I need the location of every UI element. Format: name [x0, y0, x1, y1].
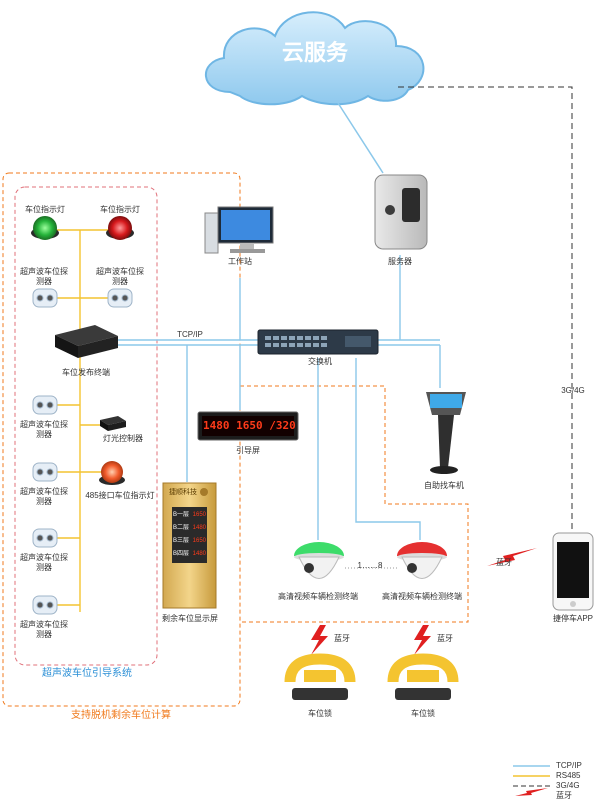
indicator-lamp-red	[106, 216, 134, 240]
indicator-lamp-green	[31, 216, 59, 240]
ultrasonic-sensor-icon	[32, 595, 58, 615]
guide-screen-text: 1480 1650 /320	[203, 419, 296, 432]
camera-red-label: 高清视频车辆检测终端	[382, 592, 462, 601]
tcpip-label: TCP/IP	[177, 330, 203, 339]
camera-zone-boundary	[240, 385, 469, 623]
phone-icon	[552, 532, 594, 611]
ultrasonic-sensor-icon	[32, 528, 58, 548]
guide-screen-label: 引导屏	[236, 446, 260, 455]
indicator-485-icon	[99, 461, 125, 485]
ultrasonic-label: 超声波车位探测器	[20, 553, 68, 572]
ultrasonic-system-boundary	[14, 186, 158, 666]
indicator-485-label: 485接口车位指示灯	[85, 491, 155, 500]
bluetooth-label-right: 蓝牙	[437, 634, 453, 643]
kiosk-label: 自助找车机	[424, 481, 464, 490]
bluetooth-label-left: 蓝牙	[334, 634, 350, 643]
cloud-server-link	[337, 102, 384, 174]
remaining-display-icon	[162, 482, 217, 609]
ultrasonic-sensor-icon	[107, 288, 133, 308]
3g4g-link	[398, 86, 573, 533]
remaining-display-label: 剩余车位显示屏	[162, 614, 218, 623]
ultrasonic-sensor-icon	[32, 395, 58, 415]
ultrasonic-label: 超声波车位探测器	[20, 420, 68, 439]
workstation-icon	[204, 206, 274, 254]
workstation-label: 工作站	[228, 257, 252, 266]
bluetooth-bolts	[311, 548, 537, 655]
legend-rs485-label: RS485	[556, 771, 581, 780]
publish-terminal-label: 车位发布终端	[62, 368, 110, 377]
camera-range-label: 1……8	[357, 561, 383, 570]
lock-right-label: 车位锁	[411, 709, 435, 718]
threeg-label: 3G/4G	[561, 386, 585, 395]
legend-3g4g-label: 3G/4G	[556, 781, 580, 790]
legend	[513, 765, 550, 796]
ultrasonic-label: 超声波车位探测器	[96, 267, 144, 286]
guide-screen-icon	[197, 411, 299, 441]
legend-bluetooth-bolt	[515, 788, 548, 796]
display-brand: 捷顺科技	[169, 489, 197, 496]
cloud-label: 云服务	[281, 40, 348, 65]
switch-label: 交换机	[308, 357, 332, 366]
lock-left-label: 车位锁	[308, 709, 332, 718]
offline-calc-boundary	[2, 172, 241, 707]
light-controller-label: 灯光控制器	[103, 434, 143, 443]
bluetooth-label-phone: 蓝牙	[496, 558, 512, 567]
server-label: 服务器	[388, 257, 412, 266]
indicator-green-label: 车位指示灯	[25, 205, 65, 214]
camera-red-icon	[397, 542, 447, 579]
legend-tcpip-label: TCP/IP	[556, 761, 582, 770]
ultrasonic-label: 超声波车位探测器	[20, 620, 68, 639]
ultrasonic-sensor-icon	[32, 462, 58, 482]
legend-bluetooth-label: 蓝牙	[556, 791, 572, 800]
phone-label: 捷停车APP	[552, 614, 593, 623]
camera-green-label: 高清视频车辆检测终端	[278, 592, 358, 601]
parking-lock-left-icon	[284, 653, 356, 700]
parking-lock-right-icon	[387, 653, 459, 700]
light-controller-icon	[100, 416, 126, 431]
ultrasonic-system-label: 超声波车位引导系统	[42, 668, 132, 679]
offline-calc-label: 支持脱机剩余车位计算	[71, 710, 171, 721]
cloud	[205, 11, 425, 106]
ultrasonic-sensor-icon	[32, 288, 58, 308]
switch-icon	[257, 329, 379, 355]
indicator-red-label: 车位指示灯	[100, 205, 140, 214]
ultrasonic-label: 超声波车位探测器	[20, 267, 68, 286]
server-icon	[374, 174, 428, 250]
tcpip-links	[115, 255, 441, 540]
ultrasonic-label: 超声波车位探测器	[20, 487, 68, 506]
kiosk-icon	[426, 392, 466, 474]
publish-terminal-icon	[55, 325, 118, 358]
camera-green-icon	[294, 542, 344, 579]
